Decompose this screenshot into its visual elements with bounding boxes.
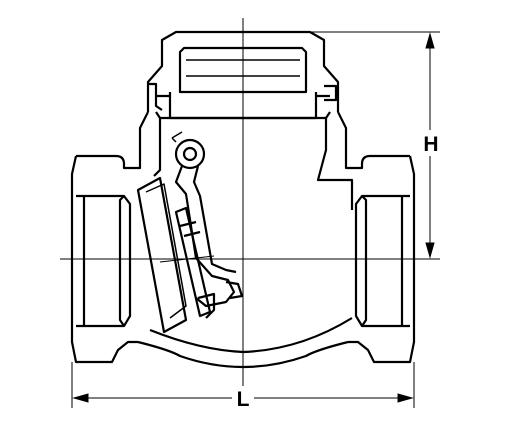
right-end-connection <box>337 111 416 364</box>
hinge-arrow <box>171 131 183 143</box>
h-arrow-bottom <box>425 242 435 259</box>
length-label: L <box>237 388 250 411</box>
disc-assembly <box>171 131 244 319</box>
hinge-arm <box>174 165 237 308</box>
hinge-pin-boss <box>174 138 206 170</box>
l-arrow-left <box>72 393 89 403</box>
centerlines <box>60 18 440 388</box>
disc-axis-line <box>159 255 215 263</box>
h-label-bg <box>420 130 442 156</box>
hinge-pin <box>182 146 198 162</box>
h-arrow-top <box>425 32 435 49</box>
left-end-connection <box>70 111 149 364</box>
cavity-left-wall <box>153 118 162 177</box>
body-interior <box>76 118 410 334</box>
seat-ring-inner <box>145 183 187 319</box>
disc-tab <box>225 280 244 300</box>
disc-nut <box>179 220 216 319</box>
l-arrow-right <box>397 393 414 403</box>
right-bore <box>354 194 410 328</box>
bonnet-cap-top <box>178 46 308 94</box>
cavity-right-wall <box>316 118 354 210</box>
valve-disc <box>174 206 212 318</box>
left-bore <box>76 194 132 328</box>
seat-ring <box>136 176 188 334</box>
l-label-bg <box>232 386 254 412</box>
bonnet-right-detail <box>324 84 338 102</box>
height-label: H <box>423 133 438 156</box>
